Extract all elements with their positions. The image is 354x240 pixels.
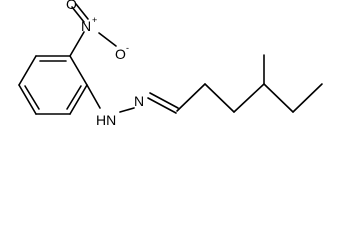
nh-label: HN bbox=[96, 112, 116, 128]
ring-bond-5 bbox=[18, 84, 37, 115]
ring-double-bond-lower-left bbox=[24, 85, 40, 110]
imine-double-bond-a bbox=[147, 97, 177, 114]
nitro-o-single-label: O bbox=[115, 46, 126, 62]
alkyl-chain bbox=[176, 54, 323, 113]
benzene-ring bbox=[18, 55, 88, 115]
imine-n-label: N bbox=[134, 93, 144, 109]
nitro-group: N + O O - bbox=[66, 0, 129, 62]
nitro-o-charge: - bbox=[126, 43, 129, 53]
nitro-n-o-double-bond-b bbox=[75, 3, 89, 20]
chemical-structure: N + O O - HN N bbox=[18, 0, 323, 128]
chain-bond-1 bbox=[176, 83, 206, 112]
ring-to-nh-bond bbox=[86, 84, 101, 109]
hydrazone-group: HN N bbox=[86, 84, 179, 128]
nitro-n-o-double-bond-a bbox=[71, 6, 85, 23]
nh-to-n-bond bbox=[119, 107, 135, 113]
nitro-n-label: N bbox=[81, 18, 91, 34]
ring-bond-2 bbox=[69, 55, 88, 86]
imine-double-bond-b bbox=[149, 92, 179, 109]
ring-bond-6 bbox=[18, 55, 37, 86]
ring-to-nitro-bond bbox=[69, 31, 85, 57]
chain-bond-5 bbox=[292, 83, 323, 113]
nitro-o-double-label: O bbox=[66, 0, 77, 12]
nitro-n-o-single-bond bbox=[98, 32, 117, 47]
chain-bond-2 bbox=[204, 83, 235, 113]
chain-bond-3 bbox=[233, 83, 265, 113]
ring-double-bond-right bbox=[66, 85, 82, 110]
chain-bond-4 bbox=[263, 83, 294, 113]
ring-bond-3 bbox=[69, 84, 88, 115]
nitro-n-charge: + bbox=[92, 15, 97, 25]
